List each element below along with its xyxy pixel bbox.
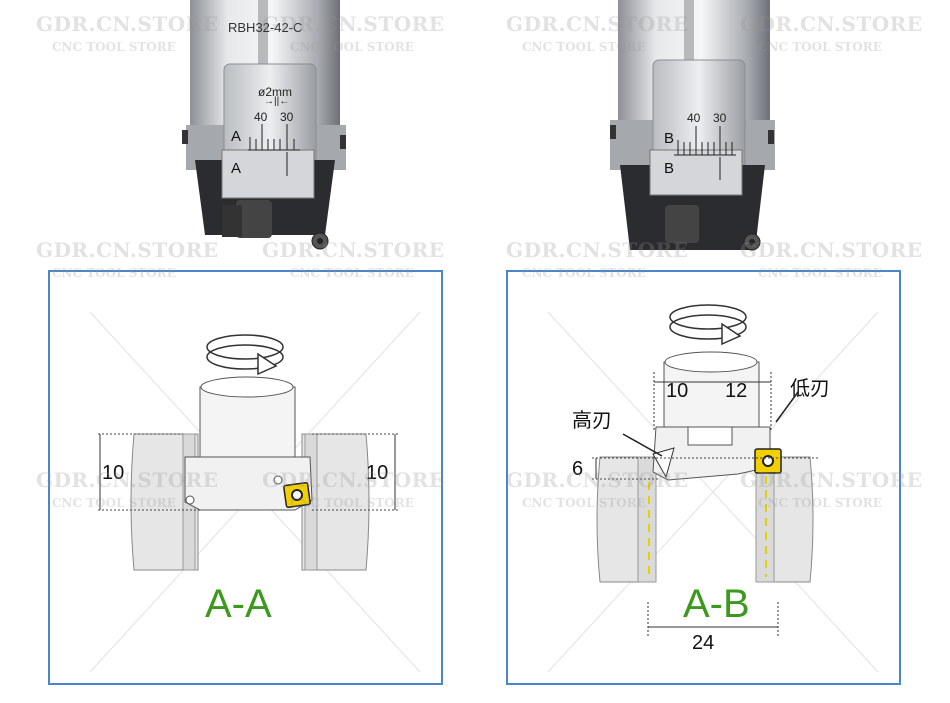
watermark-brand: GDR.CN.STORE: [506, 238, 689, 262]
watermark-brand: GDR.CN.STORE: [262, 468, 445, 492]
watermark-brand: GDR.CN.STORE: [506, 468, 689, 492]
right-tool-photo: 40 30 B B: [470, 0, 910, 262]
label-low-blade: 低刃: [790, 378, 830, 400]
scale-number-40: 40: [687, 111, 701, 125]
scale-number-30: 30: [280, 110, 294, 124]
right-tool-illustration: [610, 0, 775, 251]
diameter-label: ø2mm: [258, 85, 292, 99]
right-boring-diagram: [547, 304, 879, 673]
watermark-sub: CNC TOOL STORE: [52, 266, 176, 280]
watermark-brand: GDR.CN.STORE: [36, 238, 219, 262]
dim-10: 10: [666, 380, 689, 402]
watermark-sub: CNC TOOL STORE: [522, 40, 646, 54]
watermark-brand: GDR.CN.STORE: [262, 12, 445, 36]
scale-number-40: 40: [254, 110, 268, 124]
dim-right-10: 10: [366, 462, 389, 484]
watermark-brand: GDR.CN.STORE: [740, 468, 923, 492]
watermark-brand: GDR.CN.STORE: [36, 468, 219, 492]
right-diagram-panel: 10 12 6 24 高刃 低刃 A-B: [506, 270, 901, 685]
left-diagram-panel: 10 10 A-A: [48, 270, 443, 685]
watermark-sub: CNC TOOL STORE: [522, 496, 646, 510]
label-high-blade: 高刃: [572, 410, 612, 432]
watermark-brand: GDR.CN.STORE: [740, 238, 923, 262]
scale-letter-top: B: [664, 130, 675, 147]
watermark-brand: GDR.CN.STORE: [740, 12, 923, 36]
watermark-sub: CNC TOOL STORE: [758, 496, 882, 510]
dim-24: 24: [692, 632, 715, 654]
scale-letter-bottom: B: [664, 160, 675, 177]
scale-number-30: 30: [713, 111, 727, 125]
watermark-sub: CNC TOOL STORE: [758, 40, 882, 54]
adjust-mark: →||←: [264, 96, 290, 107]
watermark-sub: CNC TOOL STORE: [290, 496, 414, 510]
dim-6: 6: [572, 458, 584, 480]
dim-left-10: 10: [102, 462, 125, 484]
dim-12: 12: [725, 380, 748, 402]
watermark-brand: GDR.CN.STORE: [36, 12, 219, 36]
diagram-caption: A-A: [205, 582, 272, 626]
left-tool-illustration: [182, 0, 346, 250]
watermark-sub: CNC TOOL STORE: [290, 40, 414, 54]
watermark-sub: CNC TOOL STORE: [758, 266, 882, 280]
watermark-sub: CNC TOOL STORE: [52, 496, 176, 510]
watermark-sub: CNC TOOL STORE: [290, 266, 414, 280]
scale-letter-top: A: [231, 128, 242, 145]
watermark-brand: GDR.CN.STORE: [262, 238, 445, 262]
watermark-sub: CNC TOOL STORE: [52, 40, 176, 54]
diagram-caption: A-B: [683, 582, 750, 626]
tool-model-label: RBH32-42-C: [228, 20, 303, 35]
watermark-sub: CNC TOOL STORE: [522, 266, 646, 280]
left-boring-diagram: [89, 311, 421, 673]
scale-letter-bottom: A: [231, 160, 242, 177]
watermark-brand: GDR.CN.STORE: [506, 12, 689, 36]
left-tool-photo: RBH32-42-C ø2mm →||← 40 30 A A: [0, 0, 440, 262]
